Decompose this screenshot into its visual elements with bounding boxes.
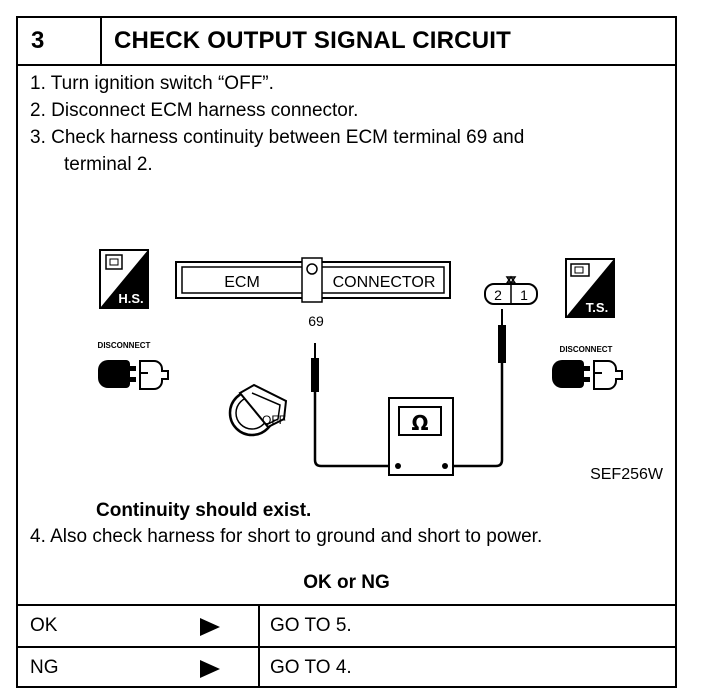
disconnect-plug-icon-left (98, 360, 169, 390)
step-title: CHECK OUTPUT SIGNAL CIRCUIT (114, 27, 511, 54)
tool-side-badge: T.S. (565, 258, 615, 318)
ok-or-ng-heading: OK or NG (303, 572, 390, 593)
arrow-right-icon (200, 618, 220, 636)
instruction-list: 1. Turn ignition switch “OFF”. 2. Discon… (30, 70, 524, 178)
hot-side-badge: H.S. (99, 249, 149, 309)
instruction-3: 3. Check harness continuity between ECM … (30, 127, 525, 148)
disconnect-label-left: DISCONNECT (98, 341, 151, 350)
probe-leads (311, 309, 506, 468)
disconnect-label-right: DISCONNECT (560, 345, 613, 354)
step-header: 3 CHECK OUTPUT SIGNAL CIRCUIT (18, 18, 675, 66)
sensor-connector: 2 1 (484, 275, 538, 305)
outcome-action: GO TO 4. (270, 657, 352, 678)
figure-code: SEF256W (590, 466, 664, 483)
arrow-right-icon (200, 660, 220, 678)
column-divider (258, 648, 260, 688)
ignition-key-icon: OFF (228, 383, 288, 437)
terminal-2-label: 2 (494, 287, 502, 303)
instruction-4: 4. Also check harness for short to groun… (30, 526, 543, 547)
outcome-key: NG (30, 657, 59, 678)
instruction-3-continued: terminal 2. (64, 154, 153, 175)
ecm-connector: ECM CONNECTOR (175, 257, 451, 303)
step-number: 3 (18, 18, 102, 64)
instruction-1: 1. Turn ignition switch “OFF”. (30, 73, 274, 94)
ts-badge-label: T.S. (586, 300, 608, 315)
column-divider (258, 606, 260, 646)
hs-badge-label: H.S. (118, 291, 143, 306)
wiring-diagram: H.S. T.S. DISCONNECT DISCONNECT (98, 249, 664, 483)
ohmmeter-icon: Ω (388, 397, 454, 476)
instruction-2: 2. Disconnect ECM harness connector. (30, 100, 359, 121)
ecm-label: ECM (224, 274, 260, 291)
outcome-key: OK (30, 615, 58, 636)
connector-label: CONNECTOR (333, 274, 436, 291)
expected-result: Continuity should exist. (96, 500, 312, 521)
terminal-1-label: 1 (520, 287, 528, 303)
ohm-symbol: Ω (411, 411, 428, 435)
disconnect-plug-icon-right (552, 360, 623, 390)
outcome-row-ok: OK GO TO 5. (18, 604, 675, 646)
procedure-card: 3 CHECK OUTPUT SIGNAL CIRCUIT 1. Turn ig… (16, 16, 677, 688)
outcome-row-ng: NG GO TO 4. (18, 646, 675, 688)
key-off-label: OFF (262, 413, 286, 427)
terminal-69-label: 69 (308, 313, 324, 329)
outcome-action: GO TO 5. (270, 615, 352, 636)
